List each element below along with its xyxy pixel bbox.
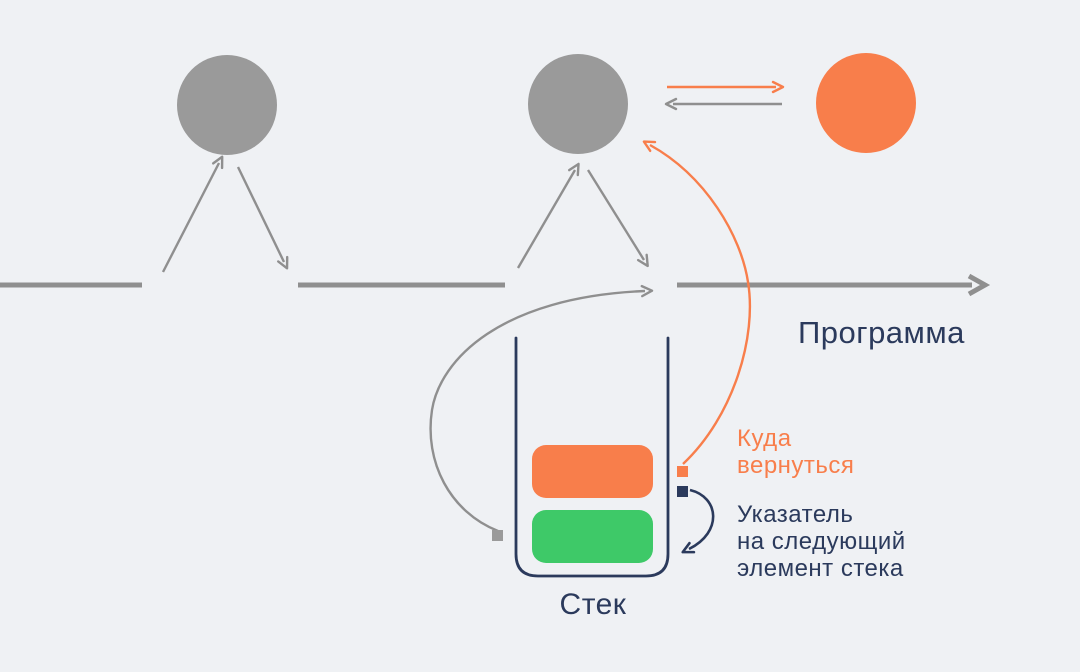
gray-marker-square <box>492 530 503 541</box>
stack-to-program-curve <box>429 284 654 533</box>
interrupt-circle <box>816 53 916 153</box>
return-label-line2: вернуться <box>737 452 854 479</box>
next-element-pointer-arc <box>681 488 715 554</box>
function-circle-2 <box>528 54 628 154</box>
return-address-curve <box>642 140 752 465</box>
return-arrow-1 <box>236 166 289 270</box>
program-label: Программа <box>798 315 965 350</box>
stack-label: Стек <box>560 588 627 621</box>
pointer-label-line1: Указатель <box>737 501 853 528</box>
stack-container <box>514 336 670 578</box>
function-circle-1 <box>177 55 277 155</box>
return-arrow-2 <box>586 169 649 268</box>
return-label-line1: Куда <box>737 425 792 452</box>
next-pointer-square <box>677 486 688 497</box>
stack-frame-next <box>532 510 653 563</box>
stack-frame-top <box>532 445 653 498</box>
pointer-label-line2: на следующий <box>737 528 906 555</box>
return-address-square <box>677 466 688 477</box>
call-arrow-1 <box>161 155 224 273</box>
pointer-label-line3: элемент стека <box>737 555 904 582</box>
call-arrow-2 <box>516 162 580 269</box>
